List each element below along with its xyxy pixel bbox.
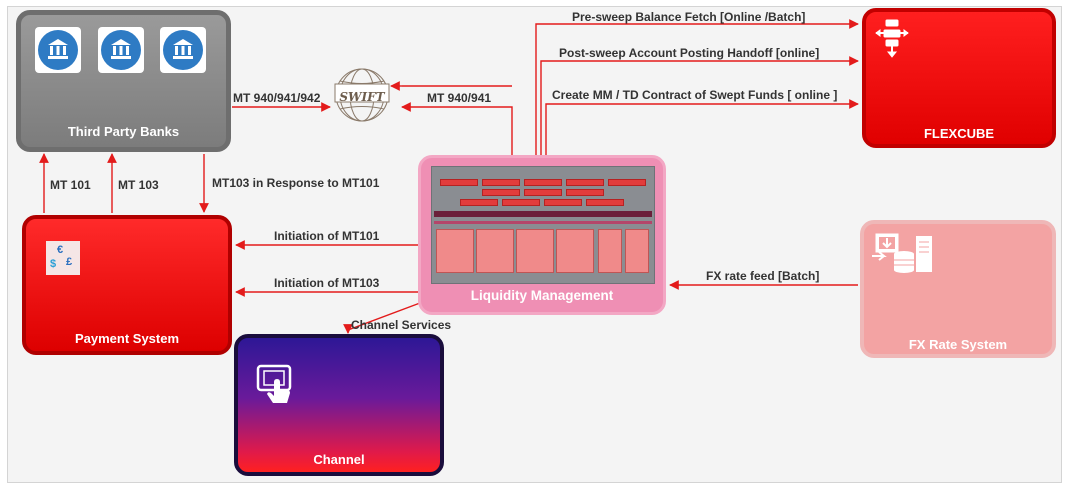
touch-screen-icon bbox=[256, 364, 292, 403]
label-post-sweep: Post-sweep Account Posting Handoff [onli… bbox=[559, 46, 820, 60]
liquidity-management-node: Liquidity Management bbox=[418, 155, 666, 315]
channel-node: Channel bbox=[234, 334, 444, 476]
bank-icon bbox=[98, 27, 144, 73]
label-init-mt101: Initiation of MT101 bbox=[274, 229, 380, 243]
label-fx-feed: FX rate feed [Batch] bbox=[706, 269, 820, 283]
label-mt103-response: MT103 in Response to MT101 bbox=[212, 176, 380, 190]
lm-product-processor-thumbnail bbox=[431, 166, 655, 284]
flexcube-node: FLEXCUBE bbox=[862, 8, 1056, 148]
label-channel-services: Channel Services bbox=[351, 318, 452, 332]
channel-title: Channel bbox=[313, 452, 365, 467]
swift-label: SWIFT bbox=[339, 90, 385, 104]
liquidity-management-title: Liquidity Management bbox=[470, 288, 614, 303]
fx-rate-system-node: FX Rate System bbox=[860, 220, 1056, 358]
label-mt103: MT 103 bbox=[118, 178, 159, 192]
svg-text:$: $ bbox=[50, 258, 56, 270]
swift-globe-icon bbox=[334, 68, 390, 122]
bank-icon bbox=[35, 27, 81, 73]
label-create-mm: Create MM / TD Contract of Swept Funds [… bbox=[552, 88, 838, 102]
label-mt940-swift: MT 940/941 bbox=[427, 91, 492, 105]
fx-rate-system-title: FX Rate System bbox=[908, 337, 1008, 352]
label-pre-sweep: Pre-sweep Balance Fetch [Online /Batch] bbox=[572, 10, 806, 24]
database-server-icon bbox=[872, 233, 932, 273]
label-mt101: MT 101 bbox=[50, 178, 91, 192]
flexcube-network-icon bbox=[875, 19, 909, 58]
bank-icon bbox=[160, 27, 206, 73]
swift-node: SWIFT bbox=[331, 66, 393, 124]
payment-system-node: € $ £ Payment System bbox=[22, 215, 232, 355]
svg-text:€: € bbox=[57, 244, 63, 256]
third-party-banks-title: Third Party Banks bbox=[67, 124, 180, 139]
currency-exchange-icon: € $ £ bbox=[46, 241, 80, 275]
svg-text:£: £ bbox=[66, 256, 72, 268]
flexcube-title: FLEXCUBE bbox=[923, 126, 995, 141]
payment-system-title: Payment System bbox=[74, 331, 180, 346]
label-init-mt103: Initiation of MT103 bbox=[274, 276, 380, 290]
label-mt940-banks: MT 940/941/942 bbox=[233, 91, 321, 105]
third-party-banks-node: Third Party Banks bbox=[16, 10, 231, 152]
